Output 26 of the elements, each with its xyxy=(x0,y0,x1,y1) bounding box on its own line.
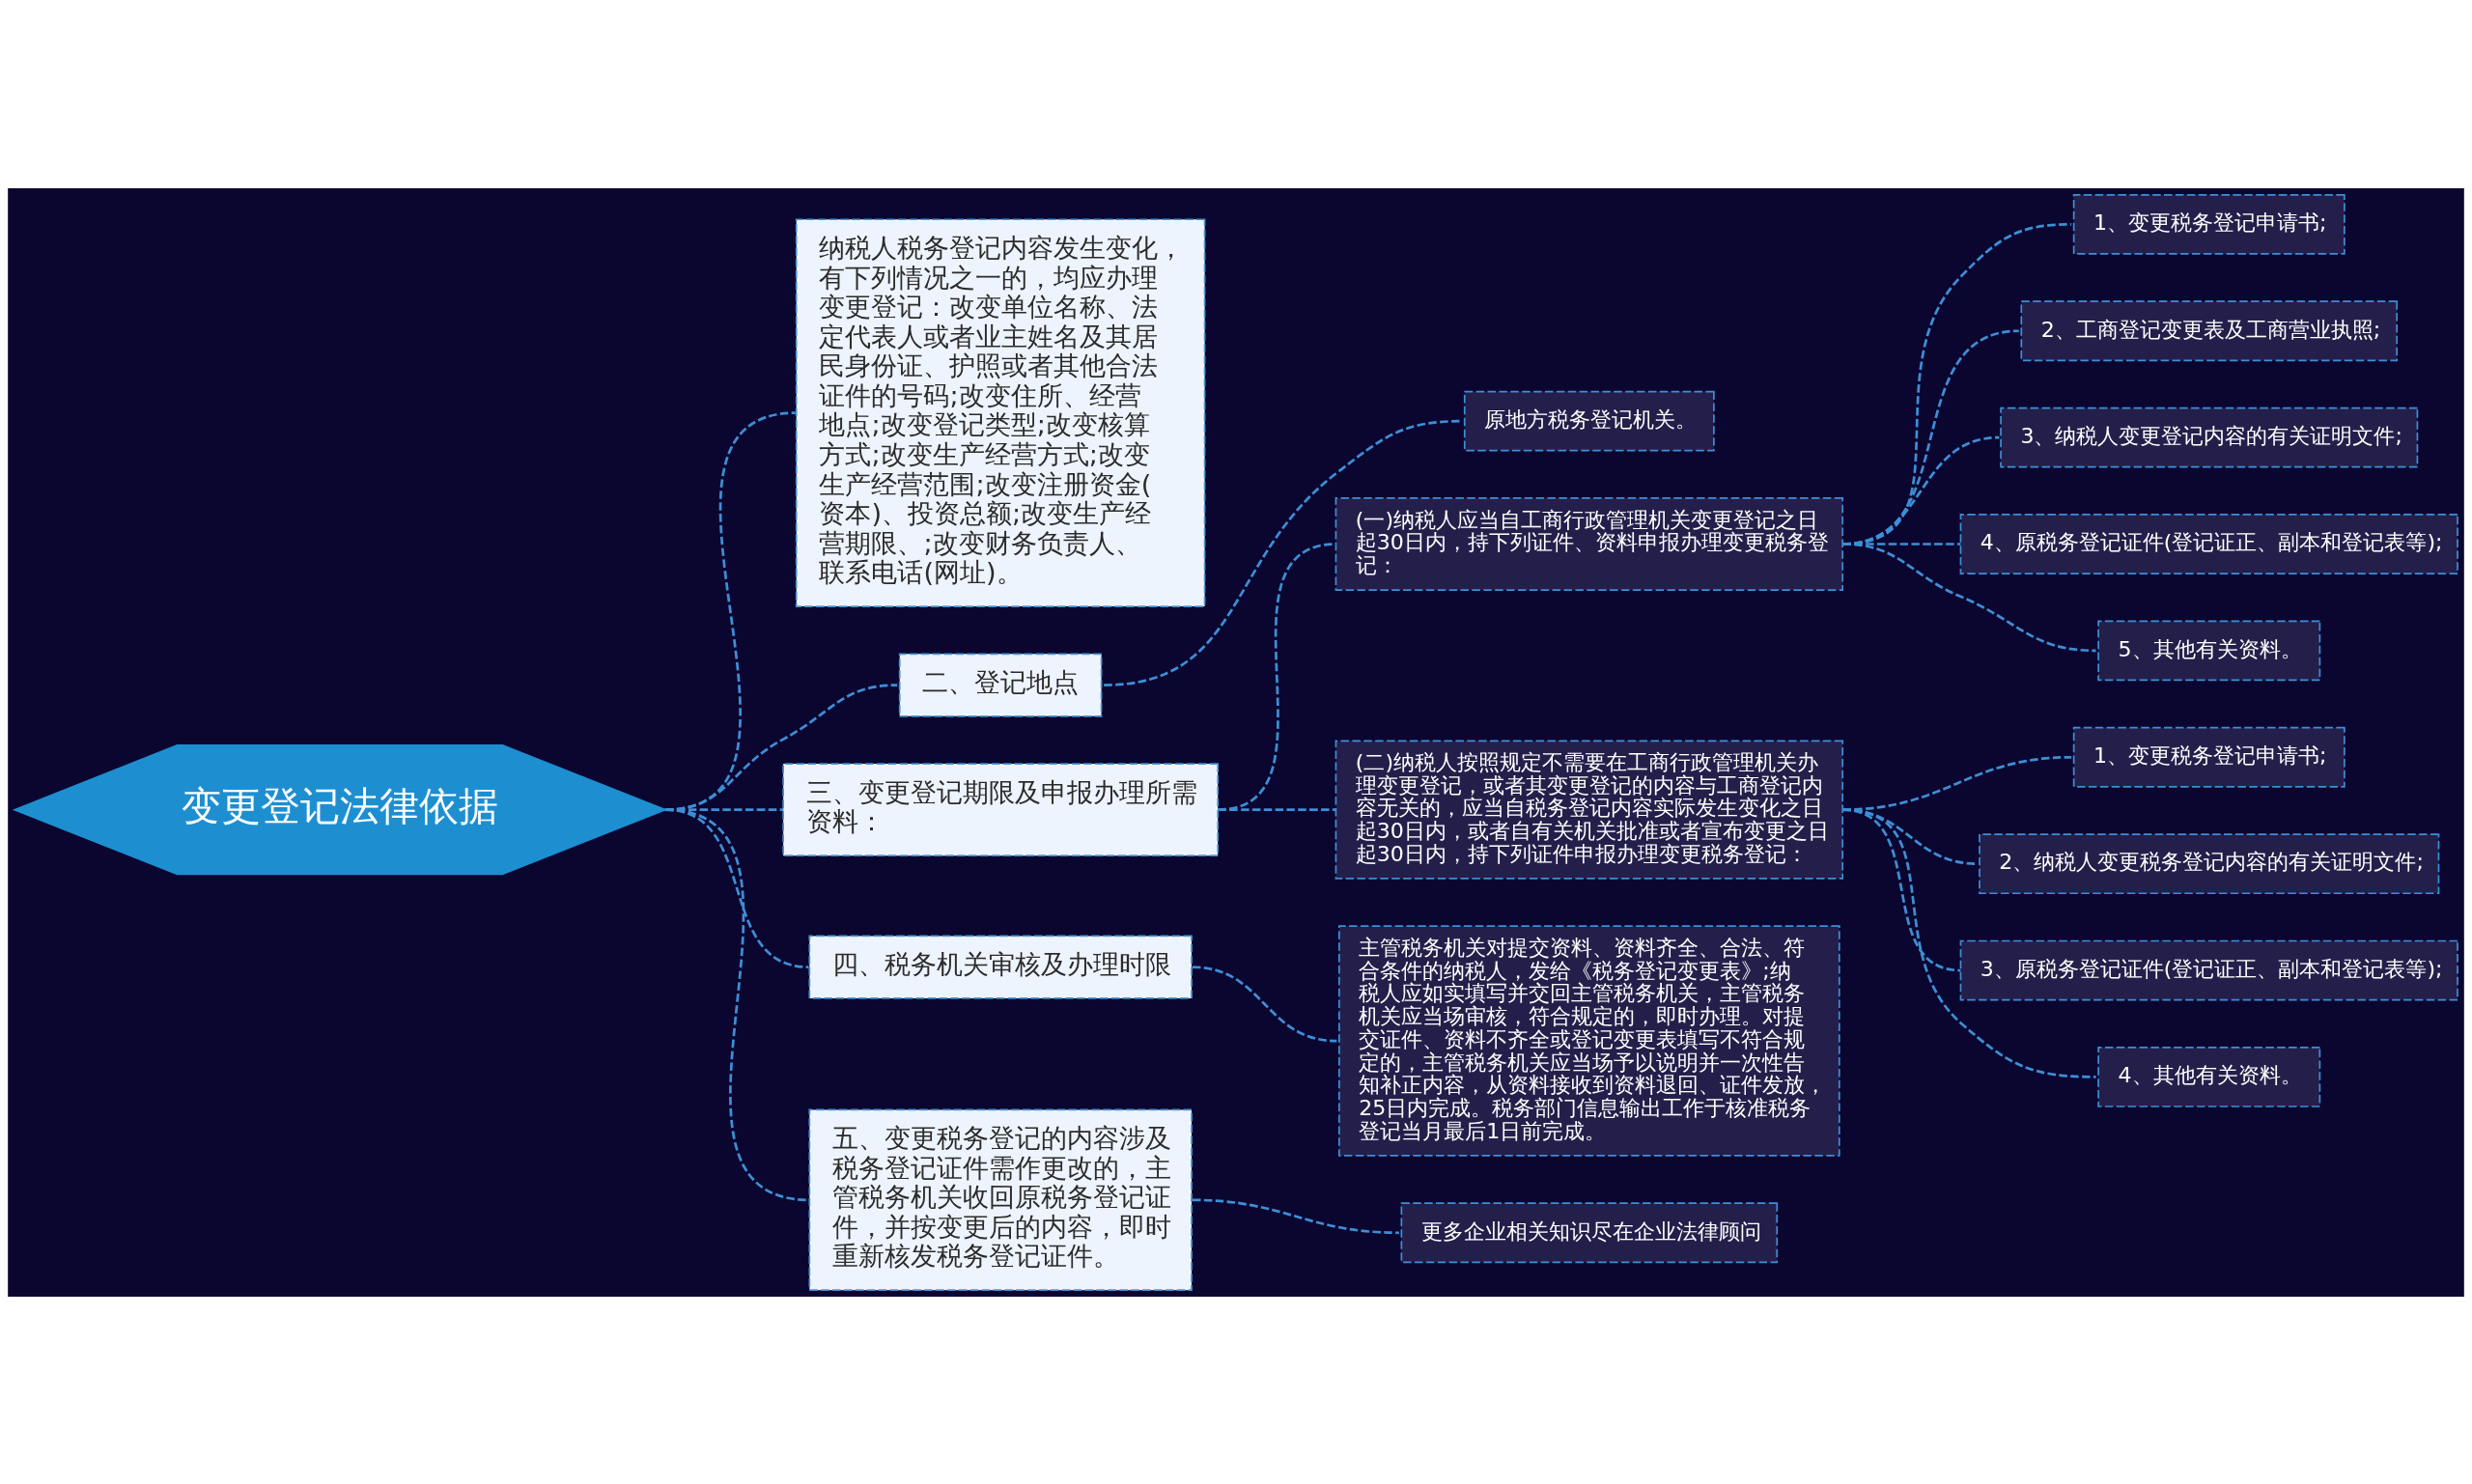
node-box: 5、其他有关资料。 xyxy=(2097,620,2321,681)
connector xyxy=(1192,965,1337,1042)
node-box: (一)纳税人应当自工商行政管理机关变更登记之日起30日内，持下列证件、资料申报办理变更税务登记： xyxy=(1334,496,1844,591)
node-box: 三、变更登记期限及申报办理所需资料： xyxy=(782,762,1219,856)
node-box: 1、变更税务登记申请书; xyxy=(2072,193,2346,255)
node-box: (二)纳税人按照规定不需要在工商行政管理机关办理变更登记，或者其变更登记的内容与工商登记内容无关的，应当自税务登记内容实际发生变化之日起30日内，或者自有关机关批准或者宣布变更之日起30日内，持下列证件申报办理变更税务登记： xyxy=(1334,739,1844,880)
node-box: 2、纳税人变更税务登记内容的有关证明文件; xyxy=(1979,832,2440,894)
connector xyxy=(1217,542,1336,811)
connector xyxy=(664,807,809,1201)
node-box: 4、原税务登记证件(登记证正、副本和登记表等); xyxy=(1959,513,2458,574)
connector xyxy=(1192,1197,1399,1234)
node-box: 3、纳税人变更登记内容的有关证明文件; xyxy=(2000,406,2419,468)
node-box: 纳税人税务登记内容发生变化，有下列情况之一的，均应办理变更登记：改变单位名称、法定代表人或者业主姓名及其居民身份证、护照或者其他合法证件的号码;改变住所、经营地点;改变登记类型;改变核算方式;改变生产经营方式;改变生产经营范围;改变注册资金(资本)、投资总额;改变生产经营期限、;改变财务负责人、联系电话(网址)。 xyxy=(795,217,1206,607)
node-box: 二、登记地点 xyxy=(898,652,1103,717)
connector xyxy=(1218,807,1336,811)
node-box: 四、税务机关审核及办理时限 xyxy=(808,935,1193,999)
node-box: 五、变更税务登记的内容涉及税务登记证件需作更改的，主管税务机关收回原税务登记证件，并按变更后的内容，即时重新核发税务登记证件。 xyxy=(808,1108,1193,1291)
node-box: 更多企业相关知识尽在企业法律顾问 xyxy=(1400,1201,1779,1263)
node-box: 2、工商登记变更表及工商营业执照; xyxy=(2020,299,2399,361)
connector xyxy=(1842,542,2096,652)
node-box: 原地方税务登记机关。 xyxy=(1463,390,1715,452)
node-box: 4、其他有关资料。 xyxy=(2097,1046,2321,1107)
node-box: 3、原税务登记证件(登记证正、副本和登记表等); xyxy=(1959,939,2458,1000)
node-box: 1、变更税务登记申请书; xyxy=(2072,726,2346,788)
connector xyxy=(1842,807,2096,1078)
node-box: 主管税务机关对提交资料、资料齐全、合法、符合条件的纳税人，发给《税务登记变更表》;纳税人应如实填写并交回主管税务机关，主管税务机关应当场审核，符合规定的，即时办理。对提交证件、资料不齐全或登记变更表填写不符合规定的，主管税务机关应当场予以说明并一次性告知补正内容，从资料接收到资料退回、证件发放，25日内完成。税务部门信息输出工作于核准税务登记当月最后1日前完成。 xyxy=(1338,924,1840,1157)
